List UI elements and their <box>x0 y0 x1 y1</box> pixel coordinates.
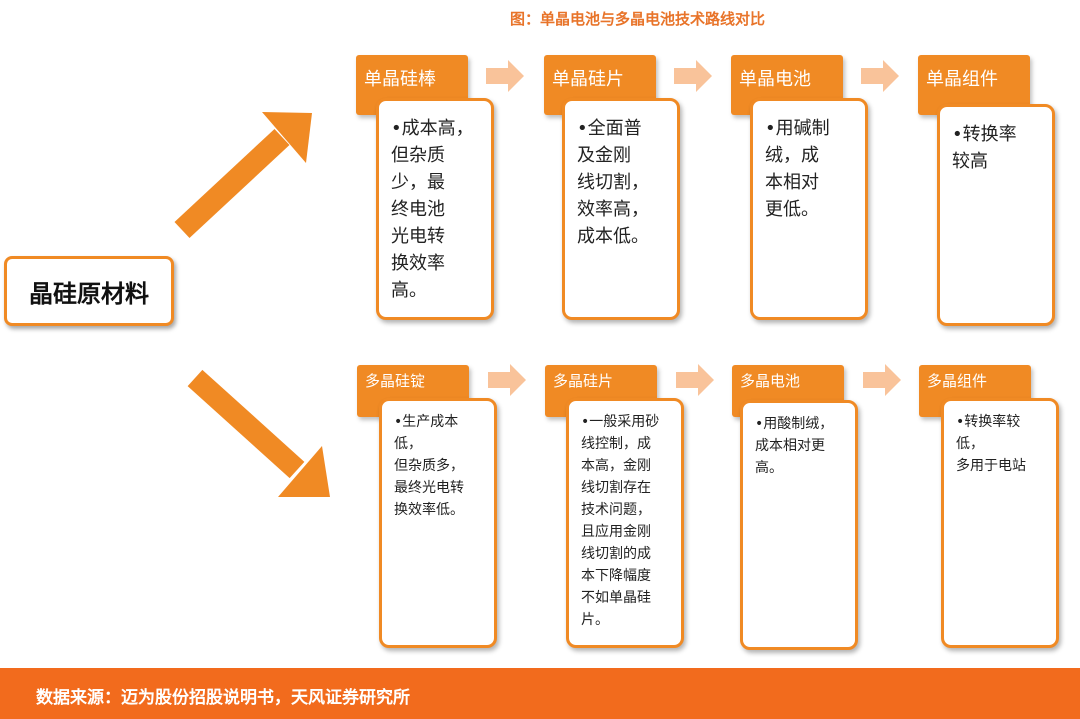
poly-step-1-card: •生产成本低， 但杂质多， 最终光电转 换效率低。 <box>379 398 497 648</box>
chevron-right-icon <box>863 364 901 396</box>
mono-step-2-text: •全面普 及金刚 线切割， 效率高， 成本低。 <box>577 118 649 247</box>
mono-step-1-text: •成本高， 但杂质 少，最 终电池 光电转 换效率 高。 <box>391 118 474 301</box>
chevron-right-icon <box>674 60 712 92</box>
mono-step-2-header-text: 单晶硅片 <box>552 69 624 90</box>
poly-step-3-text: •用酸制绒， 成本相对更 高。 <box>755 416 834 476</box>
arrow-down-right-icon <box>187 369 330 497</box>
chevron-right-icon <box>861 60 899 92</box>
figure-title-text: 图：单晶电池与多晶电池技术路线对比 <box>510 10 766 28</box>
poly-step-4-text: •转换率较低， 多用于电站 <box>956 414 1026 474</box>
poly-step-3-header-text: 多晶电池 <box>740 372 801 390</box>
poly-step-1-header-text: 多晶硅锭 <box>365 372 426 390</box>
mono-step-3-header-text: 单晶电池 <box>739 69 811 90</box>
mono-step-4-text: •转换率 较高 <box>952 124 1017 172</box>
arrow-up-right-icon <box>174 112 312 239</box>
poly-step-2-header-text: 多晶硅片 <box>553 372 614 390</box>
figure-title: 图：单晶电池与多晶电池技术路线对比 <box>380 8 1080 29</box>
poly-step-3-card: •用酸制绒， 成本相对更 高。 <box>740 400 858 650</box>
chevron-right-icon <box>488 364 526 396</box>
mono-step-3-card: •用碱制 绒，成 本相对 更低。 <box>750 98 868 320</box>
root-label: 晶硅原材料 <box>29 279 149 308</box>
mono-step-2-card: •全面普 及金刚 线切割， 效率高， 成本低。 <box>562 98 680 320</box>
chevron-right-icon <box>676 364 714 396</box>
root-material-box: 晶硅原材料 <box>4 256 174 326</box>
poly-step-4-header-text: 多晶组件 <box>927 372 988 390</box>
mono-step-1-card: •成本高， 但杂质 少，最 终电池 光电转 换效率 高。 <box>376 98 494 320</box>
source-footer: 数据来源：迈为股份招股说明书，天风证券研究所 <box>0 668 1080 719</box>
mono-step-4-card: •转换率 较高 <box>937 104 1055 326</box>
poly-step-2-text: •一般采用砂 线控制，成 本高，金刚 线切割存在 技术问题， 且应用金刚 线切割… <box>581 414 660 628</box>
poly-step-2-card: •一般采用砂 线控制，成 本高，金刚 线切割存在 技术问题， 且应用金刚 线切割… <box>566 398 684 648</box>
poly-step-4-card: •转换率较低， 多用于电站 <box>941 398 1059 648</box>
mono-step-3-text: •用碱制 绒，成 本相对 更低。 <box>765 118 830 220</box>
source-text: 数据来源：迈为股份招股说明书，天风证券研究所 <box>36 688 410 708</box>
poly-step-1-text: •生产成本低， 但杂质多， 最终光电转 换效率低。 <box>394 414 464 518</box>
mono-step-1-header-text: 单晶硅棒 <box>364 69 436 90</box>
mono-step-4-header-text: 单晶组件 <box>926 69 998 90</box>
chevron-right-icon <box>486 60 524 92</box>
